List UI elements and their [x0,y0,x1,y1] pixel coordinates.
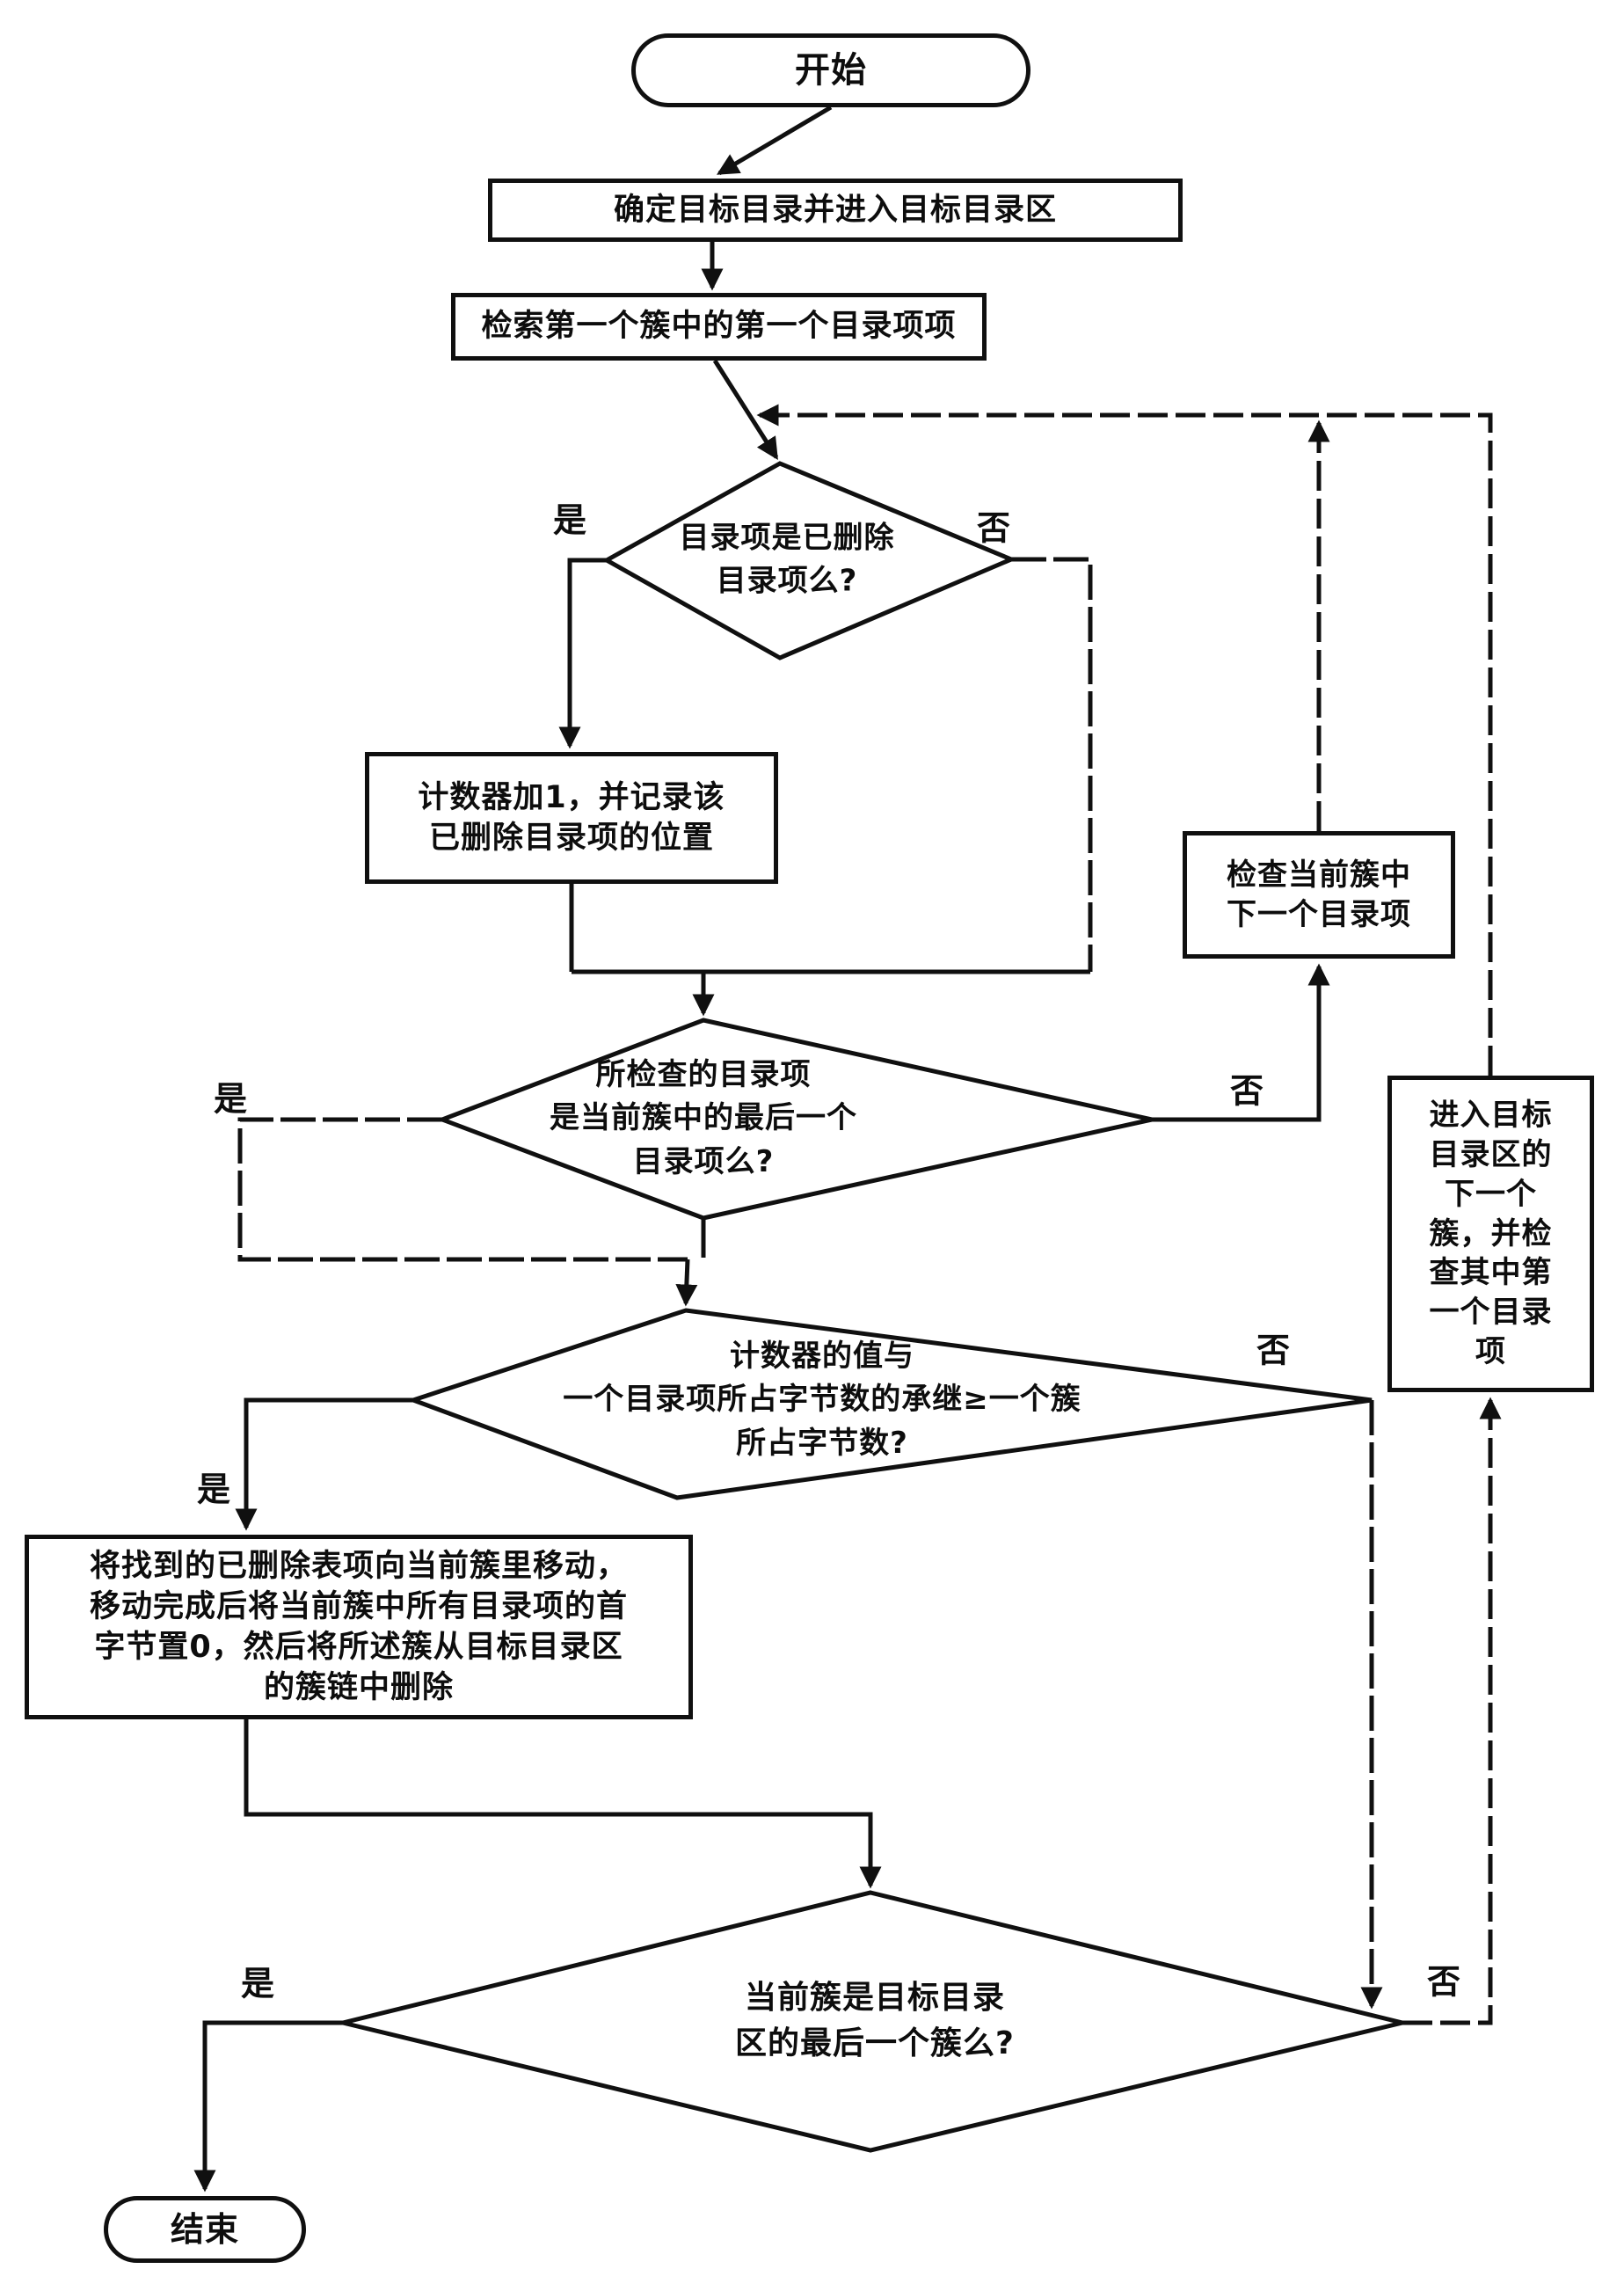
label-no-last-cluster: 否 [1426,1962,1461,2002]
process-counter-increment: 计数器加1，并记录该 已删除目录项的位置 [365,752,778,884]
connector-start-to-determine [716,105,833,176]
connector-decision2-no [1152,963,1330,1122]
decision-last-entry-shape [435,1018,1153,1221]
process-determine-directory: 确定目标目录并进入目标目录区 [488,179,1183,242]
decision-counter-product-label: 计数器的值与 一个目录项所占字节数的承继≥一个簇 所占字节数? [563,1339,1081,1461]
connector-decision1-no [1011,557,1093,972]
end-terminator: 结束 [104,2196,306,2263]
connector-into-decision3 [675,1259,698,1307]
connector-decision2-yes [237,1117,688,1262]
process-enter-next-cluster: 进入目标 目录区的 下一个 簇，并检 查其中第 一个目录 项 [1387,1076,1594,1392]
connector-decision4-no [1402,1397,1502,2025]
label-yes-last-entry: 是 [213,1079,248,1119]
decision-last-cluster-shape [342,1890,1403,2153]
label-yes-counter-product: 是 [196,1470,231,1509]
connector-decision1-yes [558,558,607,749]
process-move-entries: 将找到的已删除表项向当前簇里移动， 移动完成后将当前簇中所有目录项的首 字节置0… [25,1535,693,1719]
label-no-last-entry: 否 [1229,1071,1264,1111]
decision-last-entry-label: 所检查的目录项 是当前簇中的最后一个 目录项么? [550,1057,857,1179]
process-check-next-entry: 检查当前簇中 下一个目录项 [1183,831,1455,959]
label-yes-last-cluster: 是 [240,1964,275,2003]
label-no-counter-product: 否 [1256,1331,1291,1370]
decision-counter-product-shape [406,1308,1373,1500]
start-terminator: 开始 [631,33,1030,107]
connector-retrieve-to-decision1 [712,359,779,460]
connector-decision4-yes [193,2020,343,2193]
decision-last-cluster-label: 当前簇是目标目录 区的最后一个簇么? [735,1979,1015,2061]
label-no-entry-deleted: 否 [976,508,1011,548]
decision-entry-deleted-label: 目录项是已删除 目录项么? [679,520,895,599]
process-retrieve-first-entry: 检索第一个簇中的第一个目录项项 [451,293,987,361]
connector-movebox-to-decision4 [244,1719,882,1889]
label-yes-entry-deleted: 是 [552,500,587,540]
connector-decision3-yes [235,1397,413,1531]
connector-loop-return [756,404,1493,1076]
decision-entry-deleted-shape [601,461,1017,660]
